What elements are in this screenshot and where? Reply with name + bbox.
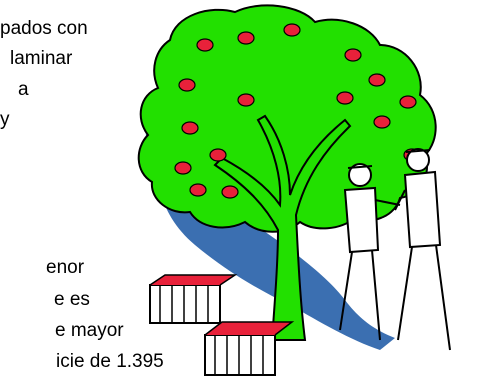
- text-line-5: enor: [46, 257, 85, 278]
- tree-trunk: [213, 114, 352, 341]
- text-line-1: pados con: [0, 18, 88, 39]
- text-line-8: icie de 1.395: [56, 351, 164, 372]
- apple-crate-right: [204, 321, 295, 376]
- text-line-4: y: [0, 109, 10, 130]
- farmer-right: [394, 148, 451, 351]
- text-line-7: e mayor: [55, 320, 124, 341]
- text-line-3: a: [18, 79, 29, 100]
- farmer-left: [339, 163, 401, 341]
- text-line-6: e es: [54, 289, 90, 310]
- text-line-2: laminar: [10, 48, 73, 69]
- apple-crate-left: [149, 274, 238, 324]
